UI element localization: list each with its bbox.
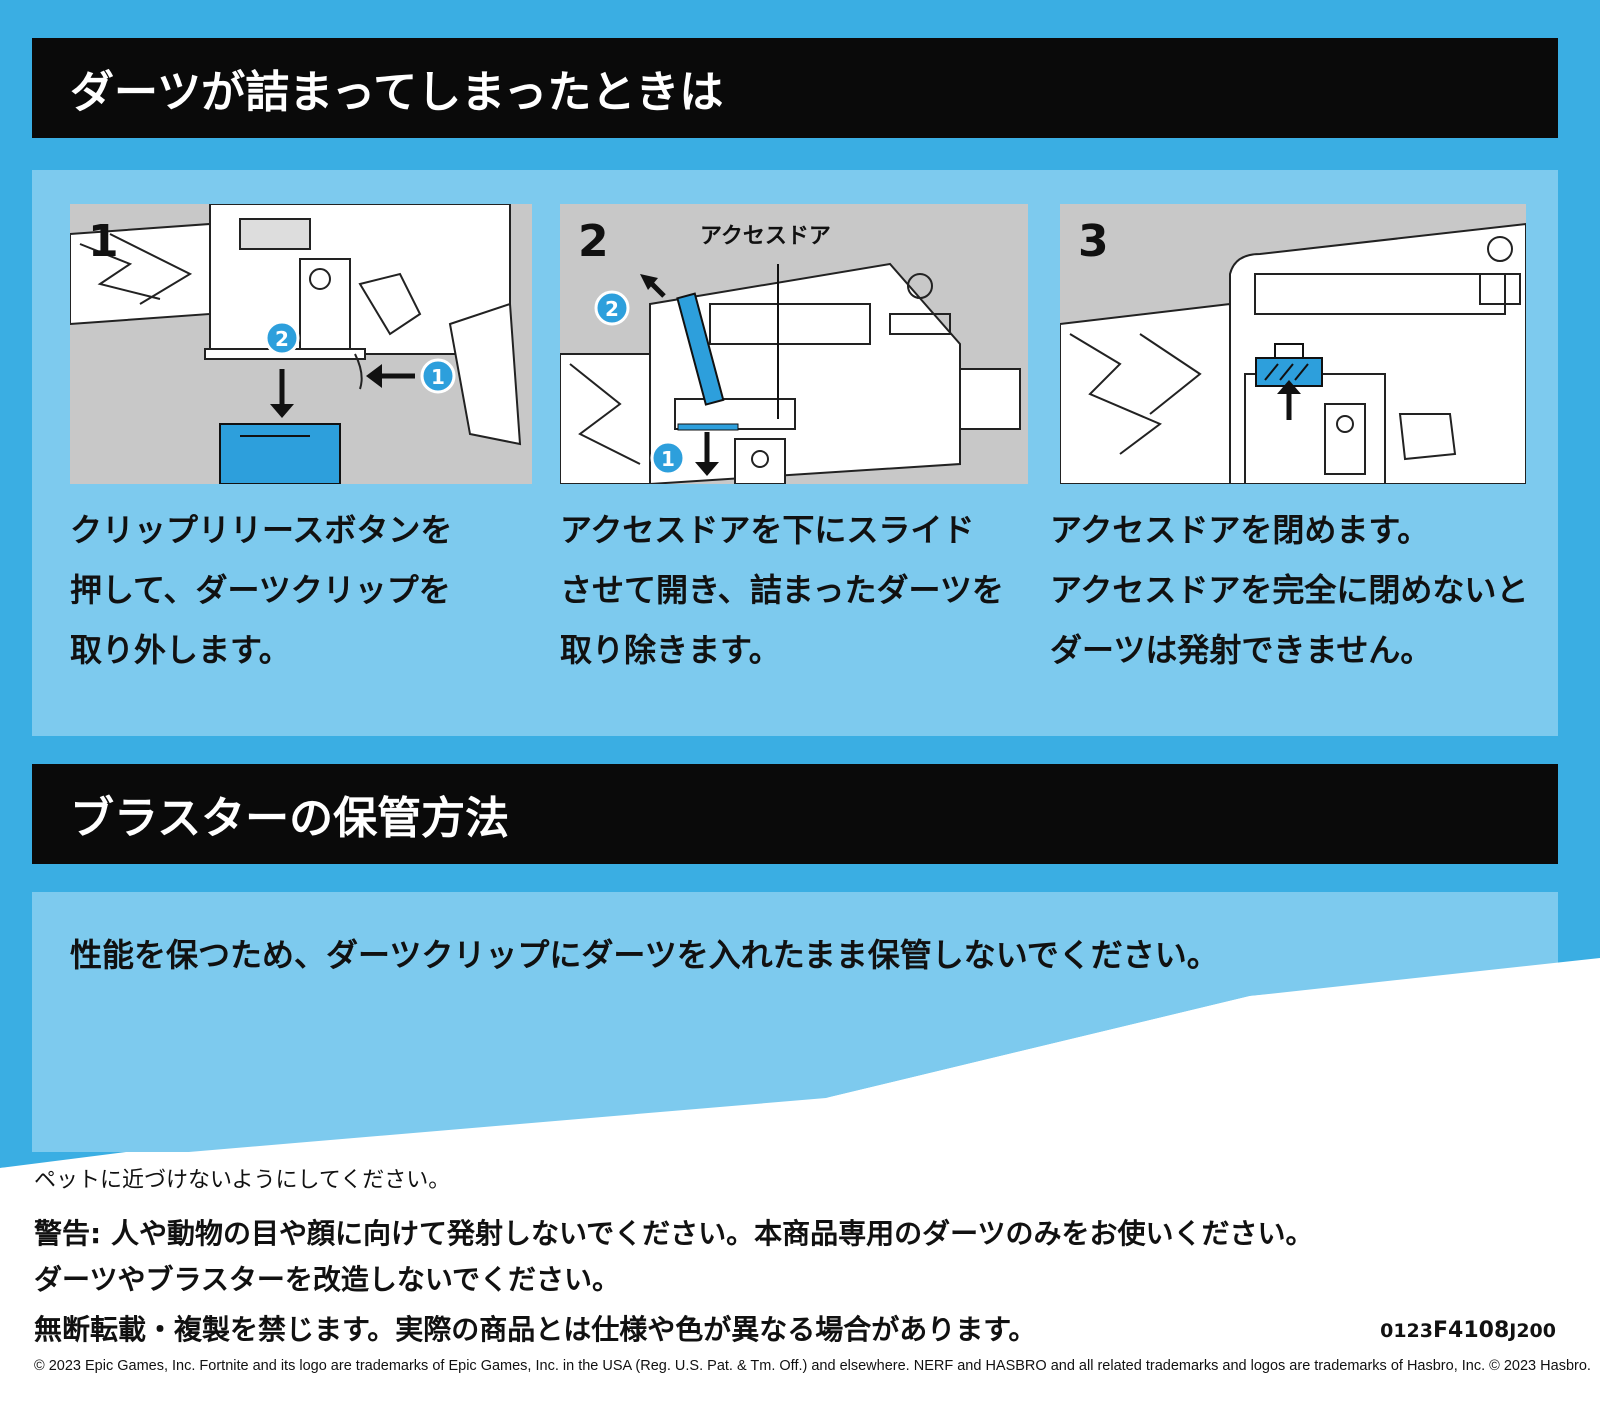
- blaster-clip-release-icon: 2 1: [70, 204, 532, 484]
- svg-text:1: 1: [661, 447, 675, 471]
- step-2-line-1: アクセスドアを下にスライド: [560, 511, 975, 549]
- pets-warning: ペットに近づけないようにしてください。: [34, 1168, 451, 1193]
- svg-text:1: 1: [431, 365, 445, 389]
- step-3-number: 3: [1078, 216, 1109, 267]
- step-1-line-2: 押して、ダーツクリップを: [70, 571, 451, 609]
- storage-instruction: 性能を保つため、ダーツクリップにダーツを入れたまま保管しないでください。: [70, 936, 1219, 974]
- step-1-line-3: 取り外します。: [70, 631, 291, 669]
- step-2-line-3: 取り除きます。: [560, 631, 781, 669]
- product-code-prefix: 0123: [1380, 1320, 1433, 1342]
- product-code: 0123F4108J200: [1380, 1318, 1556, 1343]
- rights-notice: 無断転載・複製を禁じます。実際の商品とは仕様や色が異なる場合があります。: [34, 1313, 1037, 1346]
- product-code-suffix: J200: [1509, 1320, 1556, 1342]
- section-title-storage-text: ブラスターの保管方法: [70, 793, 510, 844]
- step-2-text: アクセスドアを下にスライド させて開き、詰まったダーツを 取り除きます。: [560, 500, 1004, 680]
- blaster-access-door-icon: 2 1: [560, 204, 1028, 484]
- step-3-line-3: ダーツは発射できません。: [1050, 631, 1433, 669]
- access-door-callout: アクセスドア: [700, 224, 831, 249]
- section-title-jam-text: ダーツが詰まってしまったときは: [70, 67, 724, 118]
- section-title-jam: ダーツが詰まってしまったときは: [32, 38, 1558, 138]
- product-code-main: F4108: [1433, 1318, 1510, 1343]
- step-2-illustration: 2 1 2 アクセスドア: [560, 204, 1028, 484]
- step-3-line-2: アクセスドアを完全に閉めないと: [1050, 571, 1529, 609]
- storage-panel: 性能を保つため、ダーツクリップにダーツを入れたまま保管しないでください。: [32, 892, 1558, 1152]
- step-1-line-1: クリップリリースボタンを: [70, 511, 453, 549]
- step-3-line-1: アクセスドアを閉めます。: [1050, 511, 1430, 549]
- step-3-illustration: 3: [1060, 204, 1526, 484]
- step-2-number: 2: [578, 216, 609, 267]
- section-title-storage: ブラスターの保管方法: [32, 764, 1558, 864]
- step-3-text: アクセスドアを閉めます。 アクセスドアを完全に閉めないと ダーツは発射できません…: [1050, 500, 1528, 680]
- svg-text:2: 2: [275, 327, 289, 351]
- no-modify-warning: ダーツやブラスターを改造しないでください。: [34, 1263, 621, 1296]
- step-1-illustration: 2 1 1: [70, 204, 532, 484]
- step-1-number: 1: [88, 216, 119, 267]
- step-1-text: クリップリリースボタンを 押して、ダーツクリップを 取り外します。: [70, 500, 452, 680]
- copyright-notice: © 2023 Epic Games, Inc. Fortnite and its…: [34, 1358, 1591, 1374]
- blaster-close-door-icon: [1060, 204, 1526, 484]
- jam-steps-panel: 2 1 1 クリップリリースボタンを 押して、ダーツクリップを 取り外します。: [32, 170, 1558, 736]
- step-2-line-2: させて開き、詰まったダーツを: [560, 571, 1004, 609]
- svg-text:2: 2: [605, 297, 619, 321]
- safety-warning: 警告: 人や動物の目や顔に向けて発射しないでください。本商品専用のダーツのみをお…: [34, 1217, 1314, 1250]
